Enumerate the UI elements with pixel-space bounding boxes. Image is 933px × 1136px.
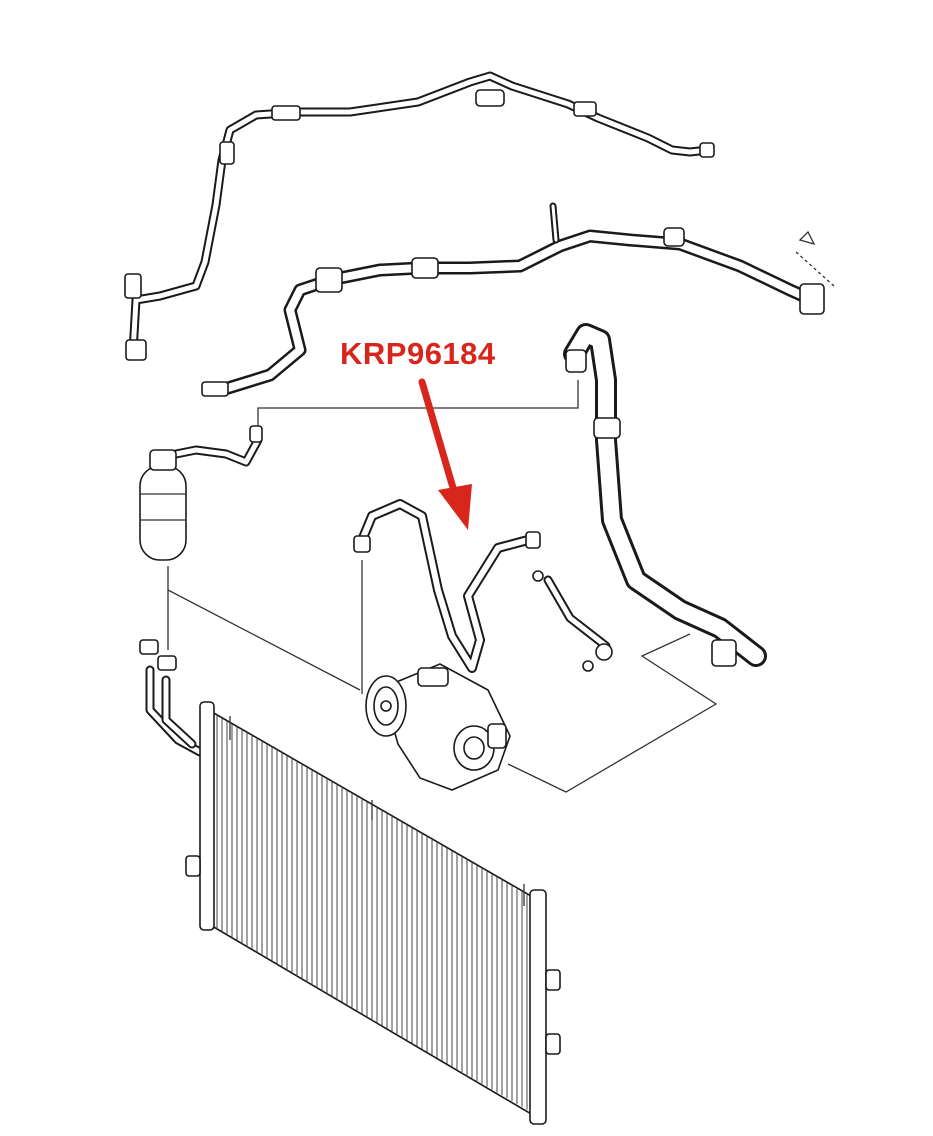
hose-crimp-sleeve (411, 257, 439, 279)
pressure-switch (475, 89, 505, 107)
highlighted-pipe-krp96184 (353, 499, 541, 673)
short-pipe-section (532, 570, 613, 672)
part-number-label: KRP96184 (340, 336, 496, 371)
leader-lines (167, 380, 718, 793)
receiver-drier (139, 425, 263, 561)
hose-crimp-sleeve (271, 105, 301, 121)
hose-crimp-sleeve (219, 141, 235, 165)
line-end-fitting (201, 381, 229, 397)
middle-ac-line (201, 202, 835, 397)
seal-ring (798, 230, 816, 246)
line-end-fitting (565, 349, 587, 373)
line-end-fitting (125, 339, 147, 361)
callout-arrow (418, 378, 472, 530)
condenser (185, 701, 561, 1125)
service-port (663, 227, 685, 247)
seal-ring (595, 643, 613, 661)
hose-crimp-sleeve (315, 267, 343, 293)
condenser-fittings (139, 639, 205, 757)
line-end-fitting (799, 283, 825, 315)
upper-ac-line (124, 71, 715, 361)
line-end-fitting (353, 535, 371, 553)
line-end-fitting (711, 639, 737, 667)
ac-compressor (365, 663, 511, 791)
seal-ring (582, 660, 594, 672)
line-end-fitting (699, 142, 715, 158)
line-end-fitting (525, 531, 541, 549)
hose-crimp-sleeve (593, 417, 621, 439)
seal-ring (532, 570, 544, 582)
line-end-fitting (124, 273, 142, 299)
condenser-fins (216, 714, 538, 1116)
suction-hose (563, 323, 767, 667)
line-end-fitting (249, 425, 263, 443)
service-port (573, 101, 597, 117)
